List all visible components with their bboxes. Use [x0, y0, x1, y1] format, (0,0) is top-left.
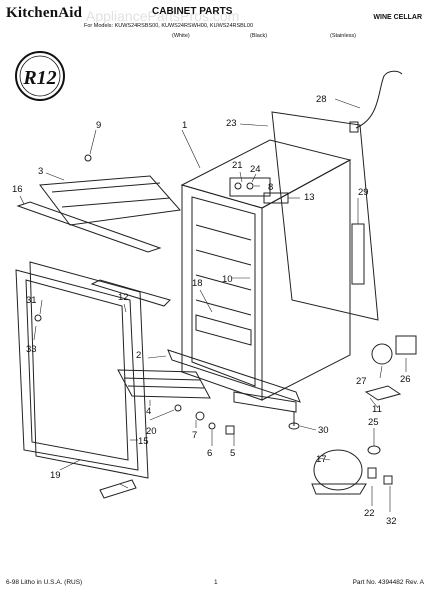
callout-21: 21	[232, 160, 243, 171]
watermark: AppliancePartsPros.com	[86, 8, 240, 24]
compressor	[311, 449, 367, 495]
callout-9: 9	[96, 120, 101, 131]
callout-29: 29	[358, 187, 369, 198]
callout-1: 1	[182, 120, 187, 131]
callout-19: 19	[50, 470, 61, 481]
callout-20: 20	[146, 426, 157, 437]
hinge	[99, 479, 137, 499]
callout-18: 18	[192, 278, 203, 289]
screw-9	[84, 154, 92, 162]
category-label: WINE CELLAR	[373, 14, 422, 21]
callout-10: 10	[222, 274, 233, 285]
toe-grille	[167, 349, 301, 403]
callout-17: 17	[316, 454, 327, 465]
callout-24: 24	[250, 164, 261, 175]
bracket-32	[383, 475, 393, 485]
base-bracket	[233, 391, 297, 413]
callout-23: 23	[226, 118, 237, 129]
grommet-7	[195, 411, 205, 421]
models-line: For Models: KUWS24RSBS00, KUWS24RSWH00, …	[84, 23, 254, 29]
callout-2: 2	[136, 350, 141, 361]
callout-8: 8	[268, 182, 273, 193]
callout-30: 30	[318, 425, 329, 436]
callout-6: 6	[207, 448, 212, 459]
r12-badge: R12	[15, 51, 65, 101]
callout-7: 7	[192, 430, 197, 441]
condenser-coil	[117, 369, 211, 399]
callout-16: 16	[12, 184, 23, 195]
rail-12	[90, 279, 171, 307]
callout-12: 12	[118, 292, 129, 303]
callout-33: 33	[26, 344, 37, 355]
footer-part-number: Part No. 4394482 Rev. A	[352, 579, 424, 586]
callout-15: 15	[138, 436, 149, 447]
callout-labels: 1 2 3 4 5 6 7 8 9 10 11 12 13 15 16 17 1…	[12, 94, 411, 527]
brand-logo: KitchenAid	[6, 5, 83, 21]
clip-6	[208, 422, 216, 430]
door-stop-31	[34, 314, 42, 322]
callout-28: 28	[316, 94, 327, 105]
power-cord	[355, 70, 403, 129]
callout-26: 26	[400, 374, 411, 385]
page-header: KitchenAid AppliancePartsPros.com CABINE…	[0, 0, 434, 40]
color-white: (White)	[172, 33, 190, 39]
evaporator-29	[351, 223, 365, 285]
callout-32: 32	[386, 516, 397, 527]
leveling-leg	[288, 412, 300, 430]
badge-text: R12	[22, 67, 56, 89]
callout-4: 4	[146, 406, 151, 417]
cabinet	[180, 139, 352, 401]
callout-5: 5	[230, 448, 235, 459]
grommet-20	[174, 404, 182, 412]
plug-25	[367, 445, 381, 455]
color-black: (Black)	[250, 33, 268, 39]
callout-31: 31	[26, 295, 37, 306]
callout-25: 25	[368, 417, 379, 428]
footer-litho: 6-98 Litho in U.S.A. (RUS)	[6, 579, 83, 586]
bracket-5	[225, 425, 235, 435]
drain-pan	[364, 385, 402, 401]
page-title: CABINET PARTS	[152, 6, 233, 17]
callout-27: 27	[356, 376, 367, 387]
color-stainless: (Stainless)	[330, 33, 356, 39]
shelf-3	[39, 175, 181, 226]
thermostat-13	[263, 192, 289, 204]
callout-3: 3	[38, 166, 43, 177]
door	[15, 261, 149, 479]
callout-22: 22	[364, 508, 375, 519]
callout-11: 11	[372, 404, 382, 415]
back-panel	[271, 111, 379, 321]
shelf-rail	[16, 201, 162, 253]
leader-lines	[19, 98, 407, 512]
fan-motor	[371, 335, 417, 365]
bracket-22	[367, 467, 377, 479]
callout-13: 13	[304, 192, 315, 203]
footer-page-number: 1	[214, 579, 218, 586]
